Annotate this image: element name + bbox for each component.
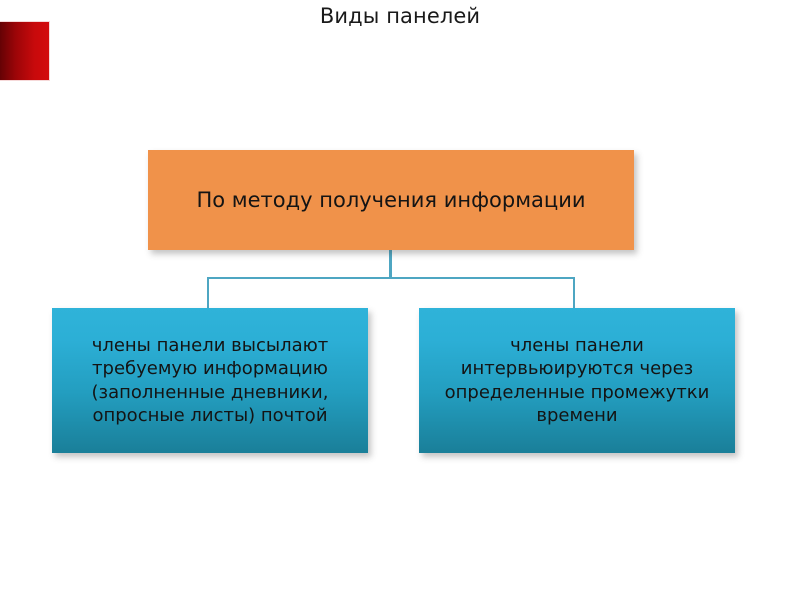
connector-branch-left	[207, 277, 209, 309]
page-title: Виды панелей	[319, 4, 481, 28]
diagram-node-root[interactable]: По методу получения информации	[148, 150, 634, 250]
connector-horizontal-bar	[207, 277, 575, 279]
connector-root-stem	[389, 250, 392, 279]
diagram-node-child-2[interactable]: члены панели интервьюируются через опред…	[419, 308, 735, 453]
red-accent-block	[0, 22, 49, 80]
connector-branch-right	[573, 277, 575, 309]
diagram-node-child-1[interactable]: члены панели высылают требуемую информац…	[52, 308, 368, 453]
